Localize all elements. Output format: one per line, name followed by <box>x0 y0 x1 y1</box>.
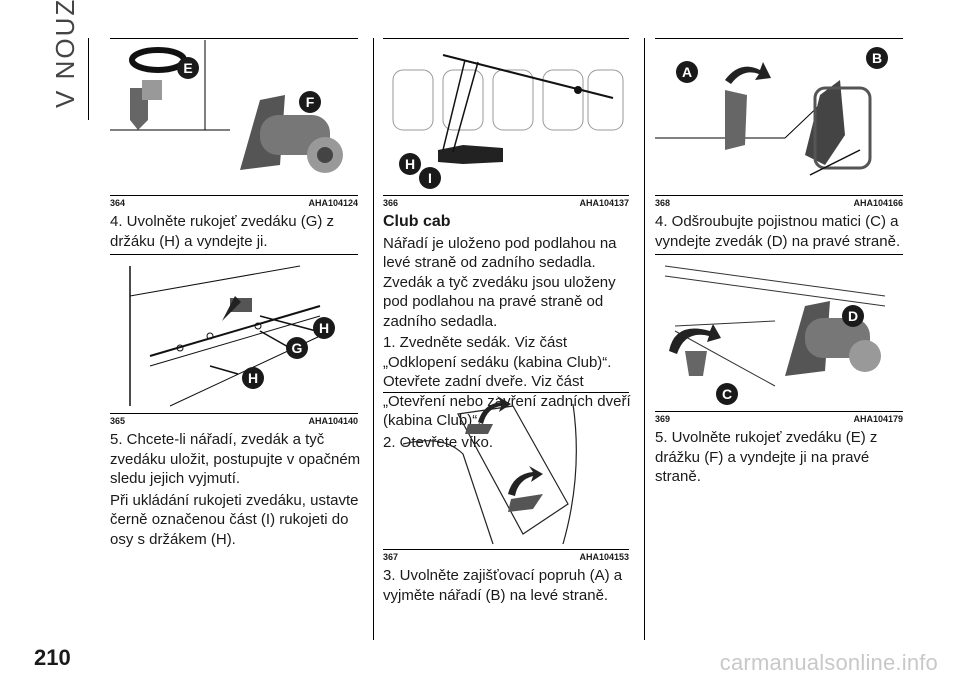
column-rule <box>373 38 374 640</box>
callout-f: F <box>299 91 321 113</box>
callout-h: H <box>313 317 335 339</box>
callout-e: E <box>177 57 199 79</box>
figure-number: 364 <box>110 198 126 208</box>
paragraph: 5. Chcete-li nářadí, zvedák a tyč zvedák… <box>110 431 361 487</box>
figure-caption-rule <box>110 413 358 414</box>
paragraph: Nářadí je uloženo pod podlahou na levé s… <box>383 234 617 330</box>
figure-code: AHA104153 <box>579 552 629 562</box>
figure-364-caption: 364 AHA104124 <box>110 198 358 208</box>
paragraph: 3. Uvolněte zajišťovací popruh (A) a vyj… <box>383 567 623 604</box>
page-number: 210 <box>34 645 71 670</box>
callout-a: A <box>676 61 698 83</box>
figure-365-caption: 365 AHA104140 <box>110 416 358 426</box>
svg-text:I: I <box>428 170 432 186</box>
svg-text:H: H <box>248 370 258 386</box>
section-heading: Club cab <box>383 213 451 230</box>
svg-text:B: B <box>872 50 882 66</box>
svg-text:E: E <box>183 60 192 76</box>
callout-b: B <box>866 47 888 69</box>
svg-text:A: A <box>682 64 692 80</box>
figure-number: 369 <box>655 414 671 424</box>
callout-h: H <box>242 367 264 389</box>
figure-caption-rule <box>655 411 903 412</box>
callout-d: D <box>842 305 864 327</box>
svg-text:F: F <box>306 94 315 110</box>
paragraph: 4. Uvolněte rukojeť zvedáku (G) z držáku… <box>110 213 335 250</box>
col2-text-a: Club cab Nářadí je uloženo pod podlahou … <box>383 212 633 454</box>
figure-code: AHA104179 <box>853 414 903 424</box>
figure-code: AHA104137 <box>579 198 629 208</box>
figure-top-rule <box>383 392 629 393</box>
callout-i: I <box>419 167 441 189</box>
col1-text-b: 5. Chcete-li nářadí, zvedák a tyč zvedák… <box>110 430 362 551</box>
figure-367-illustration <box>383 394 629 548</box>
figure-369-caption: 369 AHA104179 <box>655 414 903 424</box>
figure-number: 365 <box>110 416 126 426</box>
figure-368-illustration: A B <box>655 40 903 194</box>
paragraph: Při ukládání rukojeti zvedáku, ustavte č… <box>110 491 359 548</box>
svg-text:G: G <box>292 340 303 356</box>
col2-text-b: 3. Uvolněte zajišťovací popruh (A) a vyj… <box>383 566 633 607</box>
figure-code: AHA104140 <box>308 416 358 426</box>
figure-number: 366 <box>383 198 399 208</box>
callout-h: H <box>399 153 421 175</box>
svg-text:H: H <box>405 156 415 172</box>
paragraph: 1. Zvedněte sedák. Viz část „Odklopení s… <box>383 334 631 429</box>
figure-365-illustration: H G H <box>110 256 358 412</box>
watermark: carmanualsonline.info <box>719 650 938 675</box>
figure-caption-rule <box>655 195 903 196</box>
figure-top-rule <box>110 38 358 39</box>
figure-top-rule <box>655 38 903 39</box>
figure-caption-rule <box>110 195 358 196</box>
figure-caption-rule <box>383 549 629 550</box>
figure-top-rule <box>383 38 629 39</box>
callout-g: G <box>286 337 308 359</box>
paragraph: 4. Odšroubujte pojistnou matici (C) a vy… <box>655 213 901 250</box>
svg-text:C: C <box>722 386 732 402</box>
figure-top-rule <box>655 254 903 255</box>
col3-text-a: 4. Odšroubujte pojistnou matici (C) a vy… <box>655 212 907 253</box>
figure-number: 368 <box>655 198 671 208</box>
paragraph: 5. Uvolněte rukojeť zvedáku (E) z drážku… <box>655 429 878 485</box>
callout-c: C <box>716 383 738 405</box>
section-tab: V NOUZI <box>50 0 80 108</box>
col1-text-a: 4. Uvolněte rukojeť zvedáku (G) z držáku… <box>110 212 360 253</box>
figure-number: 367 <box>383 552 399 562</box>
figure-top-rule <box>110 254 358 255</box>
figure-366-illustration: H I <box>383 40 629 194</box>
figure-caption-rule <box>383 195 629 196</box>
section-divider <box>88 38 89 120</box>
figure-code: AHA104124 <box>308 198 358 208</box>
col3-text-b: 5. Uvolněte rukojeť zvedáku (E) z drážku… <box>655 428 907 489</box>
column-rule <box>644 38 645 640</box>
figure-code: AHA104166 <box>853 198 903 208</box>
figure-367-caption: 367 AHA104153 <box>383 552 629 562</box>
figure-369-illustration: D C <box>655 256 903 410</box>
figure-366-caption: 366 AHA104137 <box>383 198 629 208</box>
figure-368-caption: 368 AHA104166 <box>655 198 903 208</box>
svg-text:H: H <box>319 320 329 336</box>
svg-text:D: D <box>848 308 858 324</box>
figure-364-illustration: E F <box>110 40 358 194</box>
